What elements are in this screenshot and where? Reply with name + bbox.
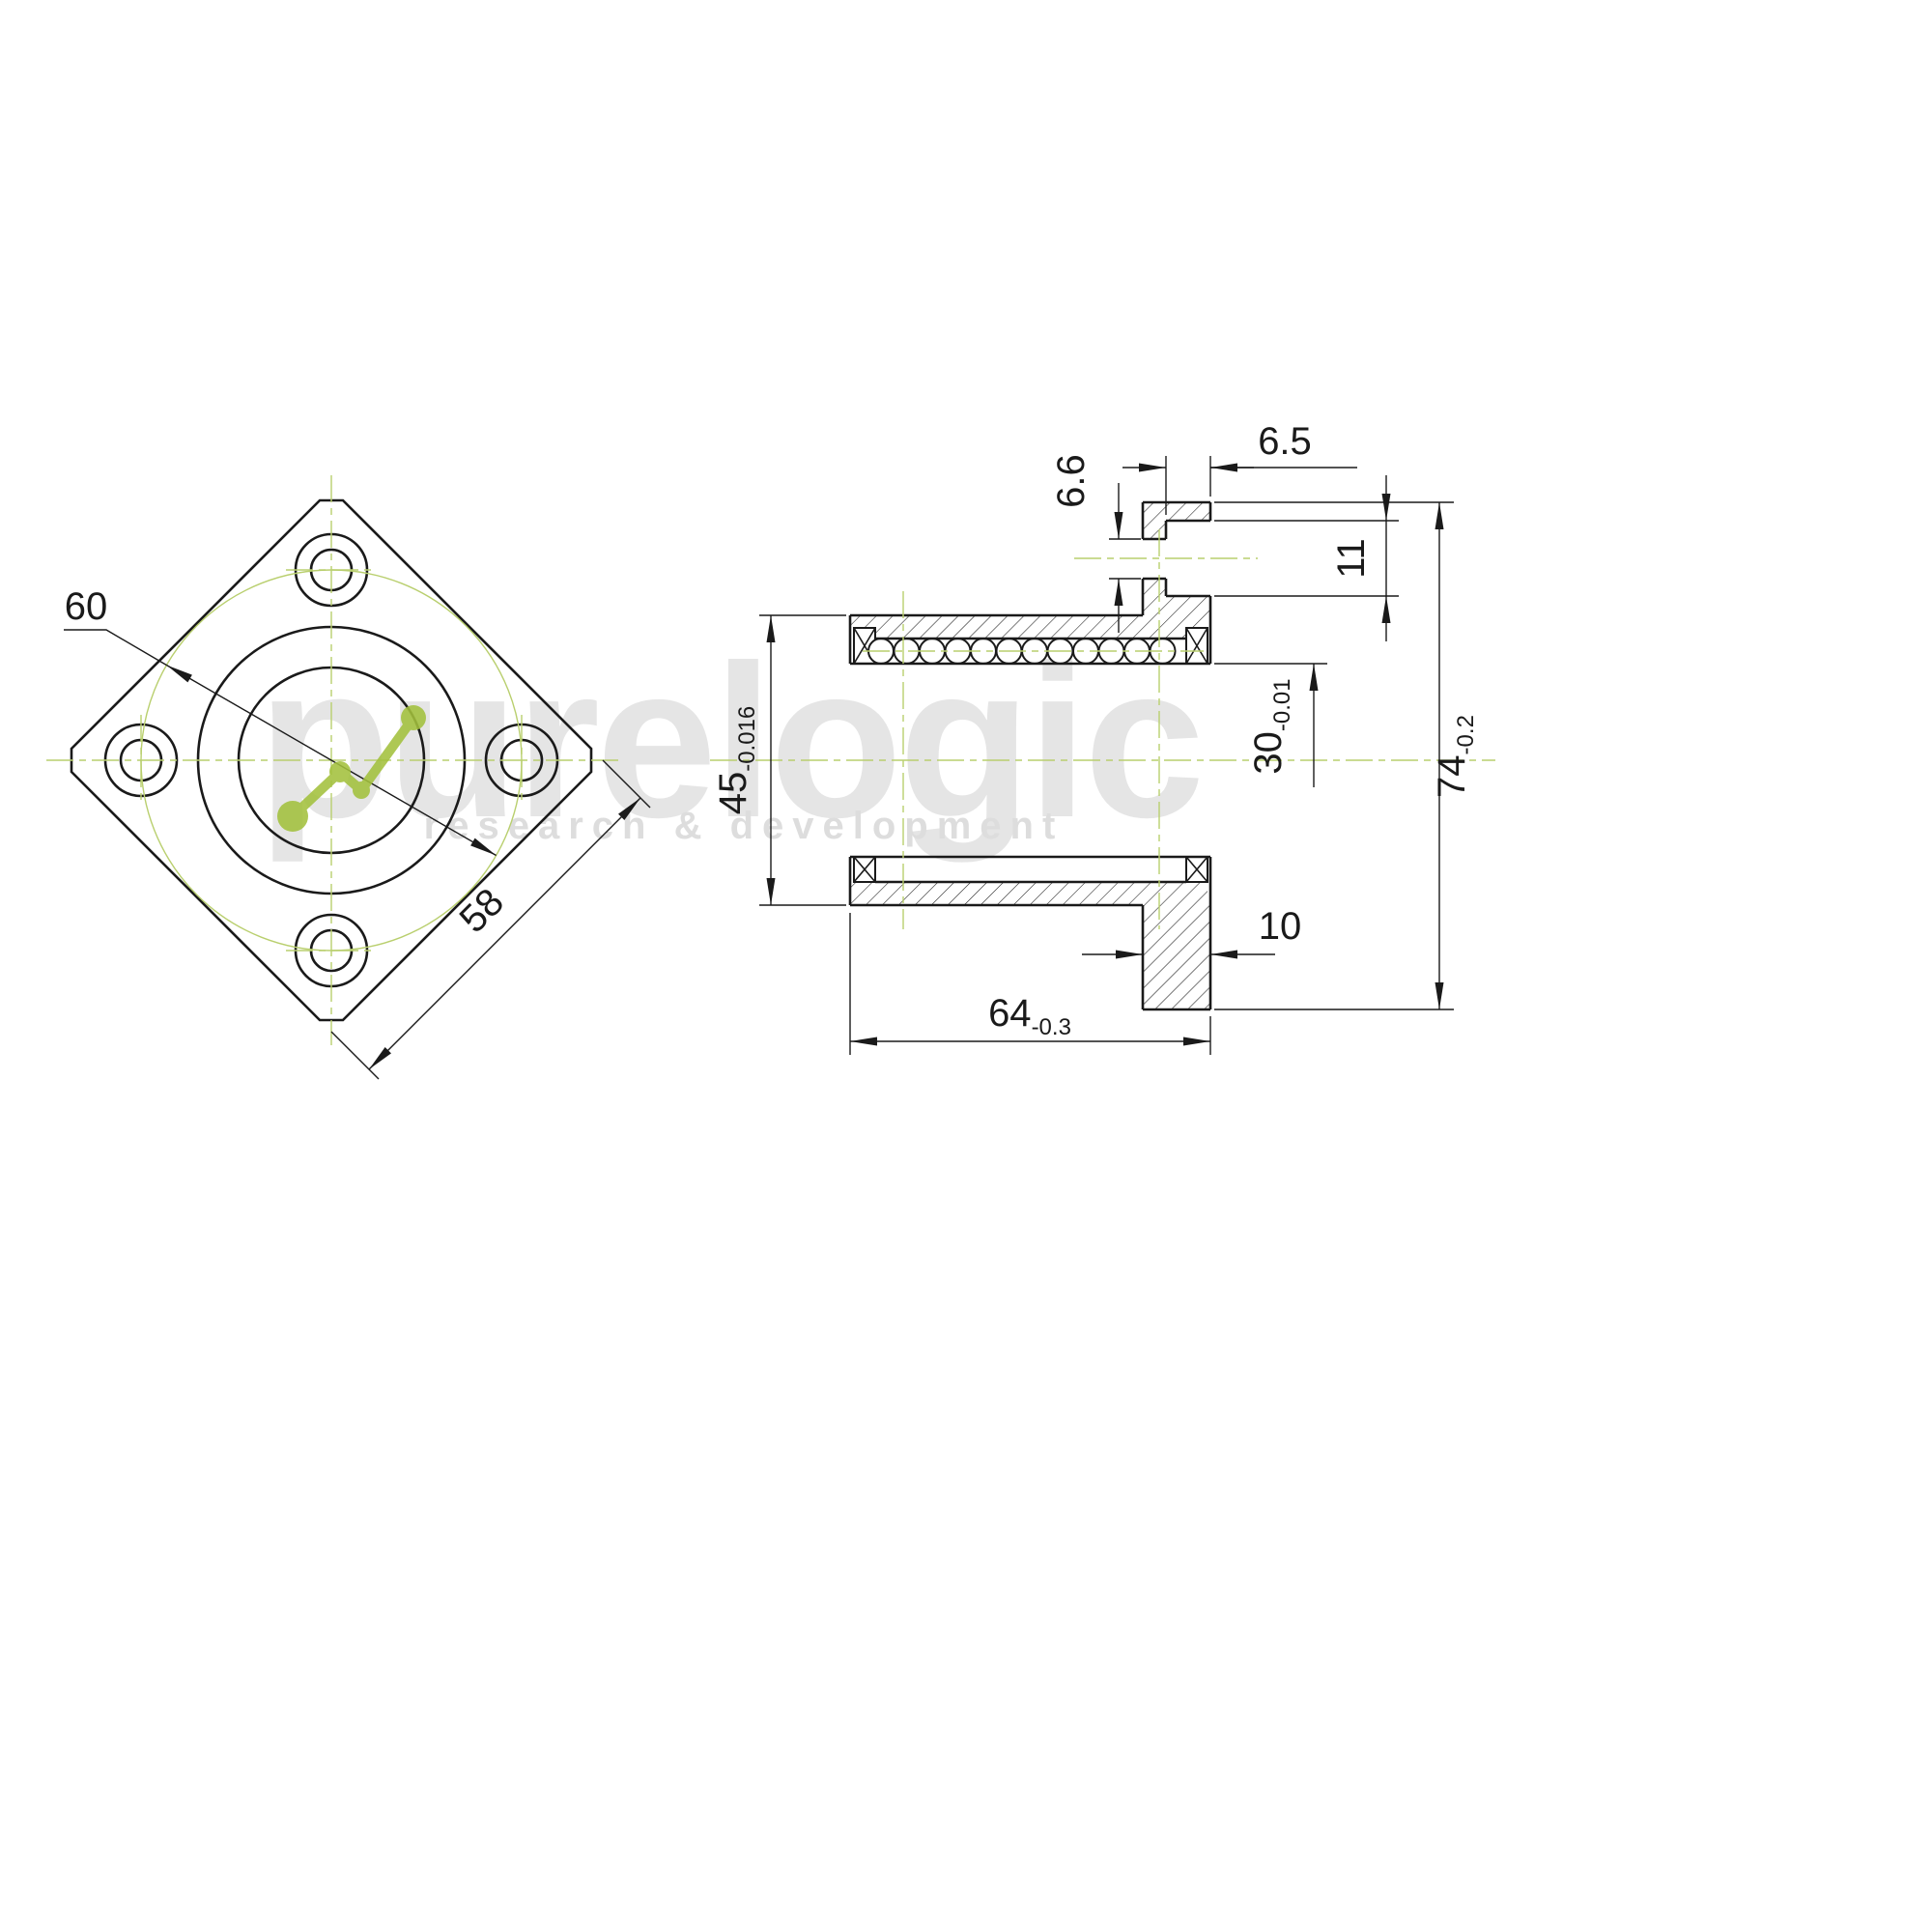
flange-square-outline xyxy=(70,498,593,1022)
dim-cbore-dia-label: 11 xyxy=(1330,538,1373,579)
dim-od: 45-0.016 xyxy=(712,614,846,906)
dim-flange-thickness-label: 10 xyxy=(1259,905,1302,948)
watermark-logo xyxy=(277,705,426,832)
section-view: 45-0.016 30-0.01 74-0.2 1 xyxy=(710,420,1495,1055)
dim-cbore-dia: 11 xyxy=(1214,475,1399,641)
section-hatching xyxy=(850,502,1210,1009)
dim-flange-thickness: 10 xyxy=(1082,905,1302,959)
dim-cbore-depth-label: 6.5 xyxy=(1258,420,1312,463)
dim-hole-dia-label: 6.6 xyxy=(1050,454,1093,508)
dim-bolt-circle-label: 60 xyxy=(65,585,108,628)
dim-od-label: 45-0.016 xyxy=(712,706,760,815)
seal-blocks xyxy=(853,627,1208,883)
dim-flange-dia-label: 74-0.2 xyxy=(1431,715,1479,798)
dim-length: 64-0.3 xyxy=(849,913,1211,1055)
dim-bore: 30-0.01 xyxy=(1214,663,1327,787)
dim-square-side-label: 58 xyxy=(452,881,513,942)
dim-flange-dia: 74-0.2 xyxy=(1214,501,1479,1010)
dim-hole-dia: 6.6 xyxy=(1050,454,1141,633)
dim-cbore-depth: 6.5 xyxy=(1122,420,1357,515)
dim-bore-label: 30-0.01 xyxy=(1247,678,1295,774)
dim-length-label: 64-0.3 xyxy=(988,992,1071,1040)
section-centerlines xyxy=(710,529,1495,929)
bolt-circle xyxy=(140,569,523,952)
front-view: 60 58 xyxy=(46,475,651,1080)
body-outline xyxy=(848,500,1212,1011)
